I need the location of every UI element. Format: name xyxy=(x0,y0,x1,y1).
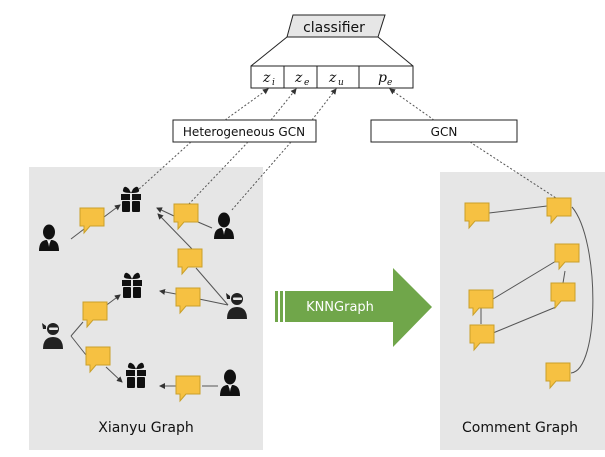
classifier-label: classifier xyxy=(303,20,365,36)
svg-text:z: z xyxy=(294,70,303,86)
xianyu-graph-title: Xianyu Graph xyxy=(98,420,193,436)
svg-text:z: z xyxy=(262,70,271,86)
embedding-z-e: z e xyxy=(294,70,309,88)
svg-text:z: z xyxy=(328,70,337,86)
svg-text:p: p xyxy=(378,70,387,86)
svg-text:Heterogeneous GCN: Heterogeneous GCN xyxy=(183,125,305,139)
classifier-box: classifier xyxy=(250,14,414,67)
comment-edges xyxy=(480,205,594,374)
dashed-connectors xyxy=(137,88,557,212)
xianyu-graph-panel xyxy=(29,167,263,450)
heterogeneous-gcn-box: Heterogeneous GCN xyxy=(172,119,317,143)
knngraph-label: KNNGraph xyxy=(306,300,374,315)
gcn-box: GCN xyxy=(370,119,518,143)
embedding-concat: z i z e z u p e xyxy=(250,65,414,89)
svg-text:u: u xyxy=(338,78,344,88)
svg-text:e: e xyxy=(387,78,392,88)
embedding-z-i: z i xyxy=(262,70,275,88)
svg-text:i: i xyxy=(272,78,275,88)
comment-graph-title: Comment Graph xyxy=(462,420,578,436)
embedding-p-e: p e xyxy=(378,70,392,88)
svg-text:e: e xyxy=(304,78,309,88)
embedding-z-u: z u xyxy=(328,70,344,88)
svg-text:GCN: GCN xyxy=(431,125,458,139)
knngraph-arrow: KNNGraph xyxy=(275,268,432,347)
